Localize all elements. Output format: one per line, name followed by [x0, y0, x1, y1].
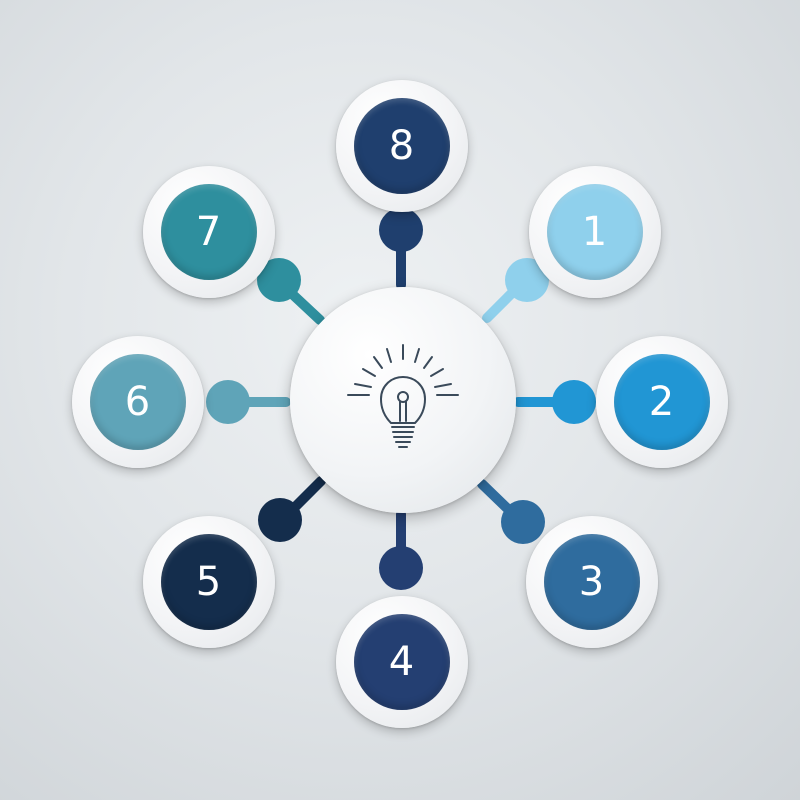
node-2-disc: 2 — [614, 354, 710, 450]
node-2: 2 — [596, 336, 728, 468]
node-5-number: 5 — [195, 559, 223, 605]
connector-5-bead — [258, 498, 302, 542]
connector-1-bead — [505, 258, 549, 302]
connector-3-bead — [501, 500, 545, 544]
node-4-disc: 4 — [354, 614, 450, 710]
connector-5 — [258, 476, 326, 542]
node-1-disc: 1 — [547, 184, 643, 280]
node-6: 6 — [72, 336, 204, 468]
connector-7 — [257, 258, 325, 325]
node-1: 1 — [529, 166, 661, 298]
connector-4-bead — [379, 546, 423, 590]
node-7-number: 7 — [195, 209, 223, 255]
connector-4 — [379, 509, 423, 590]
node-4: 4 — [336, 596, 468, 728]
node-7: 7 — [143, 166, 275, 298]
connector-3 — [477, 479, 545, 544]
node-4-number: 4 — [388, 639, 416, 685]
connector-5-line — [287, 476, 326, 515]
node-3: 3 — [526, 516, 658, 648]
node-6-number: 6 — [124, 379, 152, 425]
connector-8 — [379, 208, 423, 290]
lightbulb-icon — [347, 344, 459, 448]
connector-8-bead — [379, 208, 423, 252]
node-7-disc: 7 — [161, 184, 257, 280]
node-8-number: 8 — [388, 123, 416, 169]
connector-7-bead — [257, 258, 301, 302]
node-2-number: 2 — [648, 379, 676, 425]
node-5: 5 — [143, 516, 275, 648]
node-8: 8 — [336, 80, 468, 212]
connector-7-line — [285, 287, 325, 325]
node-3-number: 3 — [578, 559, 606, 605]
connector-2-bead — [552, 380, 596, 424]
connector-2 — [513, 380, 596, 424]
node-6-disc: 6 — [90, 354, 186, 450]
connector-6 — [206, 380, 291, 424]
connector-1 — [482, 258, 549, 323]
center-hub — [290, 287, 516, 513]
connector-6-bead — [206, 380, 250, 424]
node-8-disc: 8 — [354, 98, 450, 194]
node-3-disc: 3 — [544, 534, 640, 630]
node-5-disc: 5 — [161, 534, 257, 630]
node-1-number: 1 — [581, 209, 609, 255]
